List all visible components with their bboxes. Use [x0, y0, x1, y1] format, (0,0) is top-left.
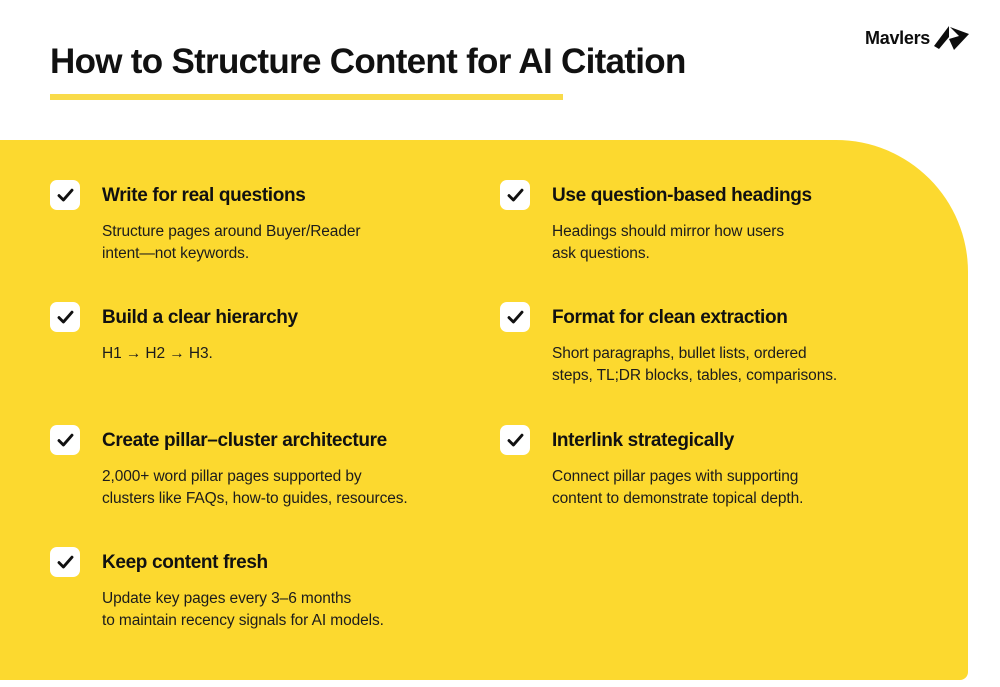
checkbox-checked[interactable] — [500, 180, 530, 210]
check-icon — [57, 188, 73, 201]
checklist-item-title: Create pillar–cluster architecture — [102, 430, 387, 451]
header: How to Structure Content for AI Citation… — [0, 0, 1000, 140]
checklist-item-title: Use question-based headings — [552, 185, 812, 206]
checkbox-checked[interactable] — [50, 180, 80, 210]
check-icon — [57, 310, 73, 323]
checklist-item-description: Update key pages every 3–6 months to mai… — [102, 590, 384, 629]
checklist-item-title: Keep content fresh — [102, 552, 268, 573]
checklist-item-title: Write for real questions — [102, 185, 306, 206]
page-title: How to Structure Content for AI Citation — [50, 42, 686, 81]
checklist-item-description: Structure pages around Buyer/Reader inte… — [102, 223, 361, 262]
check-icon — [507, 433, 523, 446]
check-icon — [57, 555, 73, 568]
checkbox-checked[interactable] — [50, 302, 80, 332]
checklist-item[interactable]: Create pillar–cluster architecture 2,000+… — [50, 425, 480, 510]
checklist-item-head: Write for real questions — [50, 180, 480, 210]
checkbox-checked[interactable] — [50, 547, 80, 577]
title-underline-accent — [50, 94, 563, 100]
checklist-item-head: Use question-based headings — [500, 180, 920, 210]
check-icon — [57, 433, 73, 446]
check-icon — [507, 188, 523, 201]
checklist-item-description: H1 → H2 → H3. — [102, 345, 213, 362]
checklist-item-title: Format for clean extraction — [552, 307, 788, 328]
checkbox-checked[interactable] — [50, 425, 80, 455]
checklist-item-head: Format for clean extraction — [500, 302, 920, 332]
checklist-item-head: Create pillar–cluster architecture — [50, 425, 480, 455]
checklist-item-head: Interlink strategically — [500, 425, 920, 455]
mavlers-arrow-mark-icon — [934, 26, 969, 50]
brand-logo: Mavlers — [865, 25, 972, 51]
checklist-item-title: Build a clear hierarchy — [102, 307, 298, 328]
checklist-item-description: Headings should mirror how users ask que… — [552, 223, 784, 262]
checklist-item[interactable]: Build a clear hierarchy H1 → H2 → H3. — [50, 302, 480, 365]
checkbox-checked[interactable] — [500, 302, 530, 332]
checklist-item-head: Build a clear hierarchy — [50, 302, 480, 332]
checklist-item-description: 2,000+ word pillar pages supported by cl… — [102, 468, 408, 507]
check-icon — [507, 310, 523, 323]
brand-wordmark: Mavlers — [865, 28, 930, 48]
checklist-item-head: Keep content fresh — [50, 547, 480, 577]
checkbox-checked[interactable] — [500, 425, 530, 455]
checklist-item-description: Connect pillar pages with supporting con… — [552, 468, 804, 507]
checklist-item-title: Interlink strategically — [552, 430, 735, 451]
checklist-item-description: Short paragraphs, bullet lists, ordered … — [552, 345, 838, 384]
